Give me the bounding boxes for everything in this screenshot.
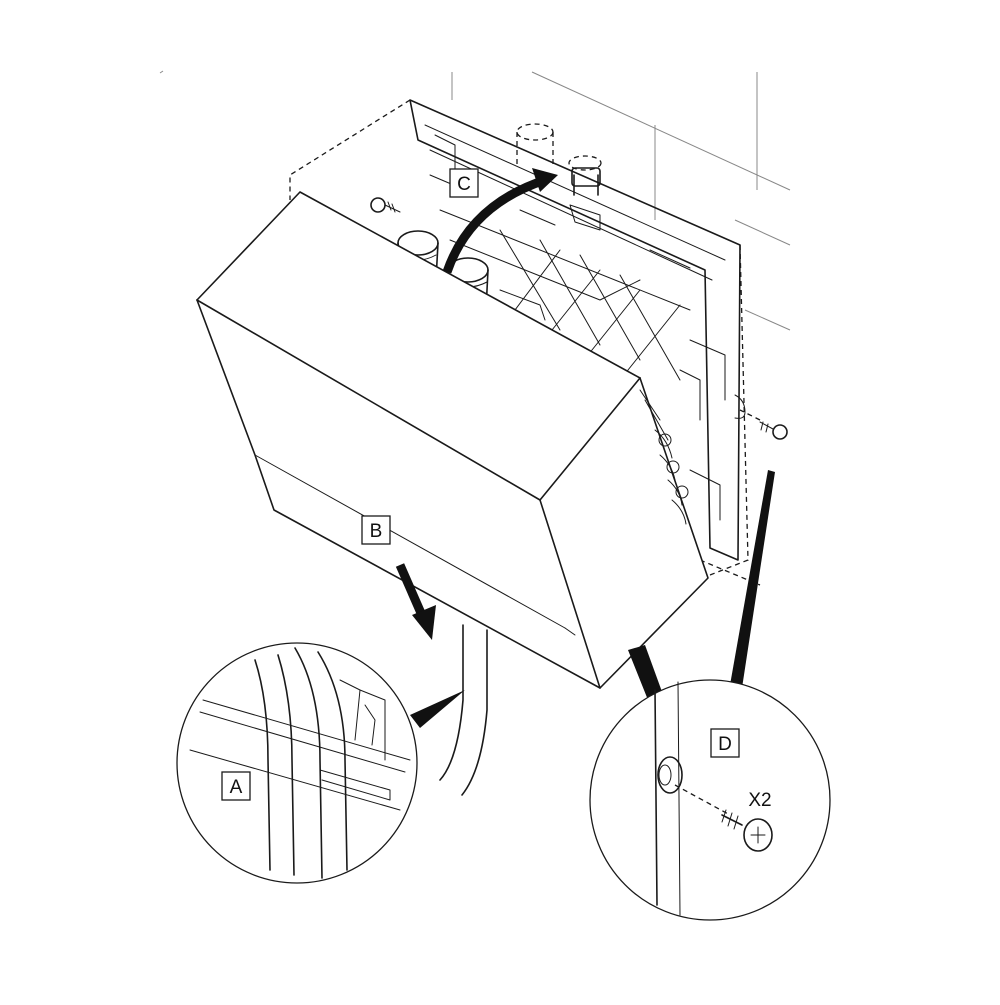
side-screw	[734, 394, 788, 440]
svg-text:A: A	[230, 777, 243, 798]
detail-circle-a	[176, 642, 418, 884]
screw-icon	[721, 809, 773, 852]
label-a: A	[221, 771, 251, 801]
arrow-c	[442, 168, 558, 274]
label-b: B	[361, 515, 391, 545]
label-d: D	[710, 728, 740, 758]
detail-circle-d	[589, 679, 831, 921]
mounting-frame	[289, 99, 761, 586]
boiler-unit	[196, 191, 709, 689]
label-c: C	[449, 168, 479, 198]
pipe-stubs	[516, 123, 602, 231]
svg-text:D: D	[718, 734, 732, 755]
top-screw	[370, 197, 401, 213]
wall-tiles	[159, 70, 791, 331]
quantity-label: X2	[748, 790, 771, 811]
svg-text:C: C	[457, 174, 471, 195]
arrow-b	[395, 563, 436, 640]
svg-text:B: B	[370, 521, 383, 542]
cable	[439, 624, 488, 796]
